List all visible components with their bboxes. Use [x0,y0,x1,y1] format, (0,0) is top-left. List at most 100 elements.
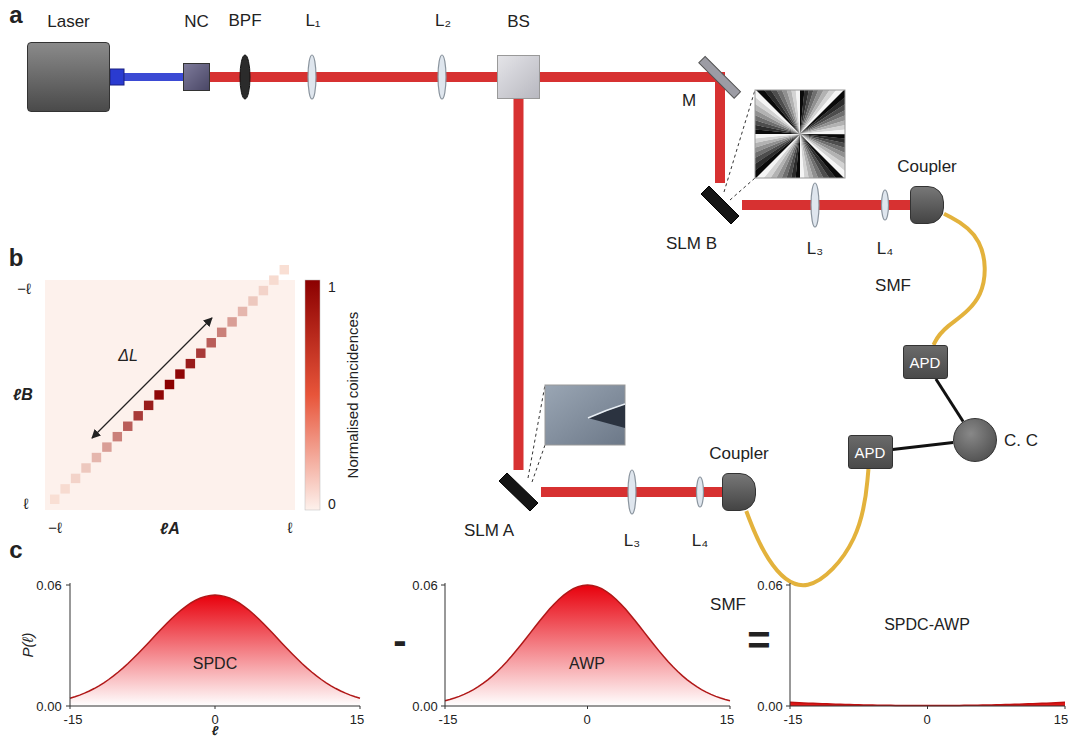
lens-label: L₄ [877,240,893,257]
beam-splitter: BS [497,55,540,99]
heatmap [196,348,205,357]
heatmap [175,369,184,378]
fork-hologram [545,385,625,445]
distribution-plot [215,706,216,709]
distribution-plot [790,702,1065,705]
heatmap [113,432,122,441]
slm-plate [701,186,739,224]
heatmap [144,401,153,410]
petal-hologram [800,118,845,134]
component-label: APD [910,355,941,370]
lens-label: L₃ [624,532,640,549]
petal-hologram [800,134,816,178]
axis-tick: -15 [439,713,458,726]
heatmap [238,307,247,316]
heatmap [165,380,174,389]
colorbar-tick: 0 [328,497,336,511]
distribution-plot [786,585,790,586]
signal-cable [936,379,963,421]
heatmap [269,275,278,284]
axis-tick: 0.00 [757,700,782,713]
distribution-plot [445,706,446,709]
mirror [699,56,741,98]
axis-tick: 15 [720,713,734,726]
fork-hologram [588,404,625,418]
heatmap [248,296,257,305]
plot-label: SPDC [193,656,237,672]
axis-tick: 0.00 [412,700,437,713]
distribution-plot [927,706,928,709]
colorbar [305,280,320,510]
laser-aperture [110,69,124,85]
lens-label: L₂ [435,12,451,29]
lens-label: L₄ [692,532,708,549]
fiber-coupler: Coupler [910,186,944,224]
detector-box: APD [903,345,948,379]
panel-letter: c [9,538,22,562]
component-label: Coupler [709,445,769,462]
heatmap [123,422,132,431]
component-label: BS [507,13,530,30]
lens [628,470,636,514]
component-label: Coupler [897,158,957,175]
lens [308,55,889,514]
span-label: ΔL [118,348,138,364]
distribution-plot [70,595,360,698]
distribution-plot [66,585,70,586]
heatmap [45,280,295,510]
distribution-plot [730,706,731,709]
axis-label: ℓA [160,521,180,537]
axis-tick: 0 [923,713,930,726]
petal-hologram [755,134,800,142]
colorbar-label: Normalised coincidences [345,312,360,479]
operator-sign: = [747,620,770,660]
axis-tick: 0.06 [36,579,61,592]
plot-label: SPDC-AWP [884,617,970,633]
component-label: NC [184,13,209,30]
light-beam [210,72,497,82]
delta-arrow [92,318,212,438]
axis-tick: 0.06 [412,579,437,592]
signal-cable [893,442,954,449]
distribution-plot [66,583,1065,709]
distribution-plot [445,585,730,706]
lens [697,477,704,507]
axis-tick: 0.00 [36,700,61,713]
heatmap [81,463,90,472]
leader-line [532,445,545,482]
distribution-plot [441,585,445,586]
slm-plate [499,473,538,511]
heatmap [133,411,142,420]
distribution-plot [1065,706,1066,709]
heatmap [71,474,80,483]
heatmap [217,328,226,337]
heatmap [92,453,101,462]
optical-fiber [934,214,985,345]
distribution-plot [790,583,791,706]
slm-plate [698,183,742,227]
leader-line [528,385,545,478]
axis-tick: -15 [784,713,803,726]
component-label: M [682,92,696,109]
axis-tick: -15 [64,713,83,726]
distribution-plot [70,583,71,706]
light-beam [514,99,524,470]
heatmap [154,390,163,399]
heatmap [280,265,289,274]
distribution-plot [360,706,361,709]
distribution-plot [790,702,1065,706]
slm-panel: SLM A [496,470,541,514]
slm-panel: SLM B [698,183,742,227]
axis-label: ℓB [13,387,33,403]
distribution-plot [786,706,790,707]
fork-hologram [588,404,625,428]
component-label: SLM B [666,235,717,252]
slm-plate [496,470,541,514]
panel-letter: a [9,3,22,27]
component-label: APD [855,445,886,460]
mirror [699,56,741,98]
laser-box: Laser [27,42,110,112]
distribution-plot [790,706,791,709]
component-label: SLM A [464,522,514,539]
